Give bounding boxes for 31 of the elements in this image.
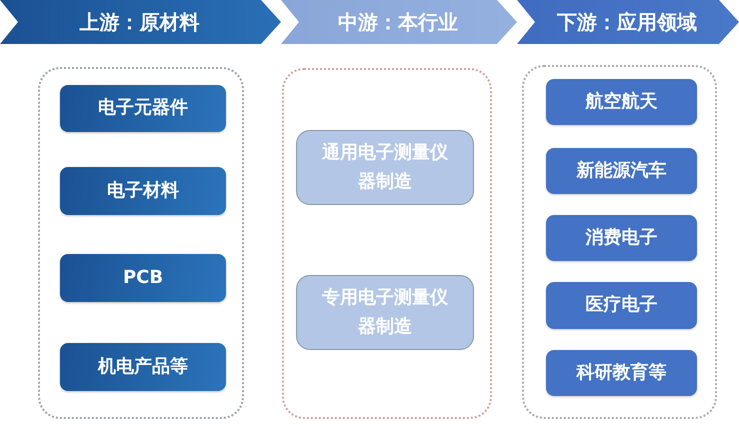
item-box [546,215,697,261]
item-box [60,343,226,391]
item-label: 新能源汽车 [576,158,666,183]
header-title: 上游：原材料 [78,8,200,36]
item-label: 消费电子 [586,226,658,250]
chevron-header [517,0,739,44]
chevron-header [281,0,517,44]
chevron-header [0,0,281,44]
item-box [546,79,697,125]
item-box [296,130,474,205]
dotted-group-frame [38,67,244,419]
header-title: 中游：本行业 [337,8,459,36]
item-box [546,282,697,329]
dotted-group-frame [522,65,717,419]
item-label: 医疗电子 [586,293,658,318]
item-label: 机电产品等 [98,354,188,379]
item-box [546,350,697,396]
item-label: 通用电子测量仪器制造 [321,140,449,194]
item-label: 航空航天 [586,90,658,114]
dotted-group-frame [282,68,492,419]
header-title: 下游：应用领域 [556,8,698,36]
item-label: 电子元器件 [98,96,188,120]
item-label: 专用电子测量仪器制造 [321,286,449,338]
item-box [60,254,226,302]
item-box [546,148,697,194]
item-label: 科研教育等 [576,360,666,385]
item-label: 电子材料 [107,178,179,203]
item-box [60,167,226,215]
item-box [60,85,226,132]
item-label: PCB [122,266,164,290]
item-box [296,275,474,350]
